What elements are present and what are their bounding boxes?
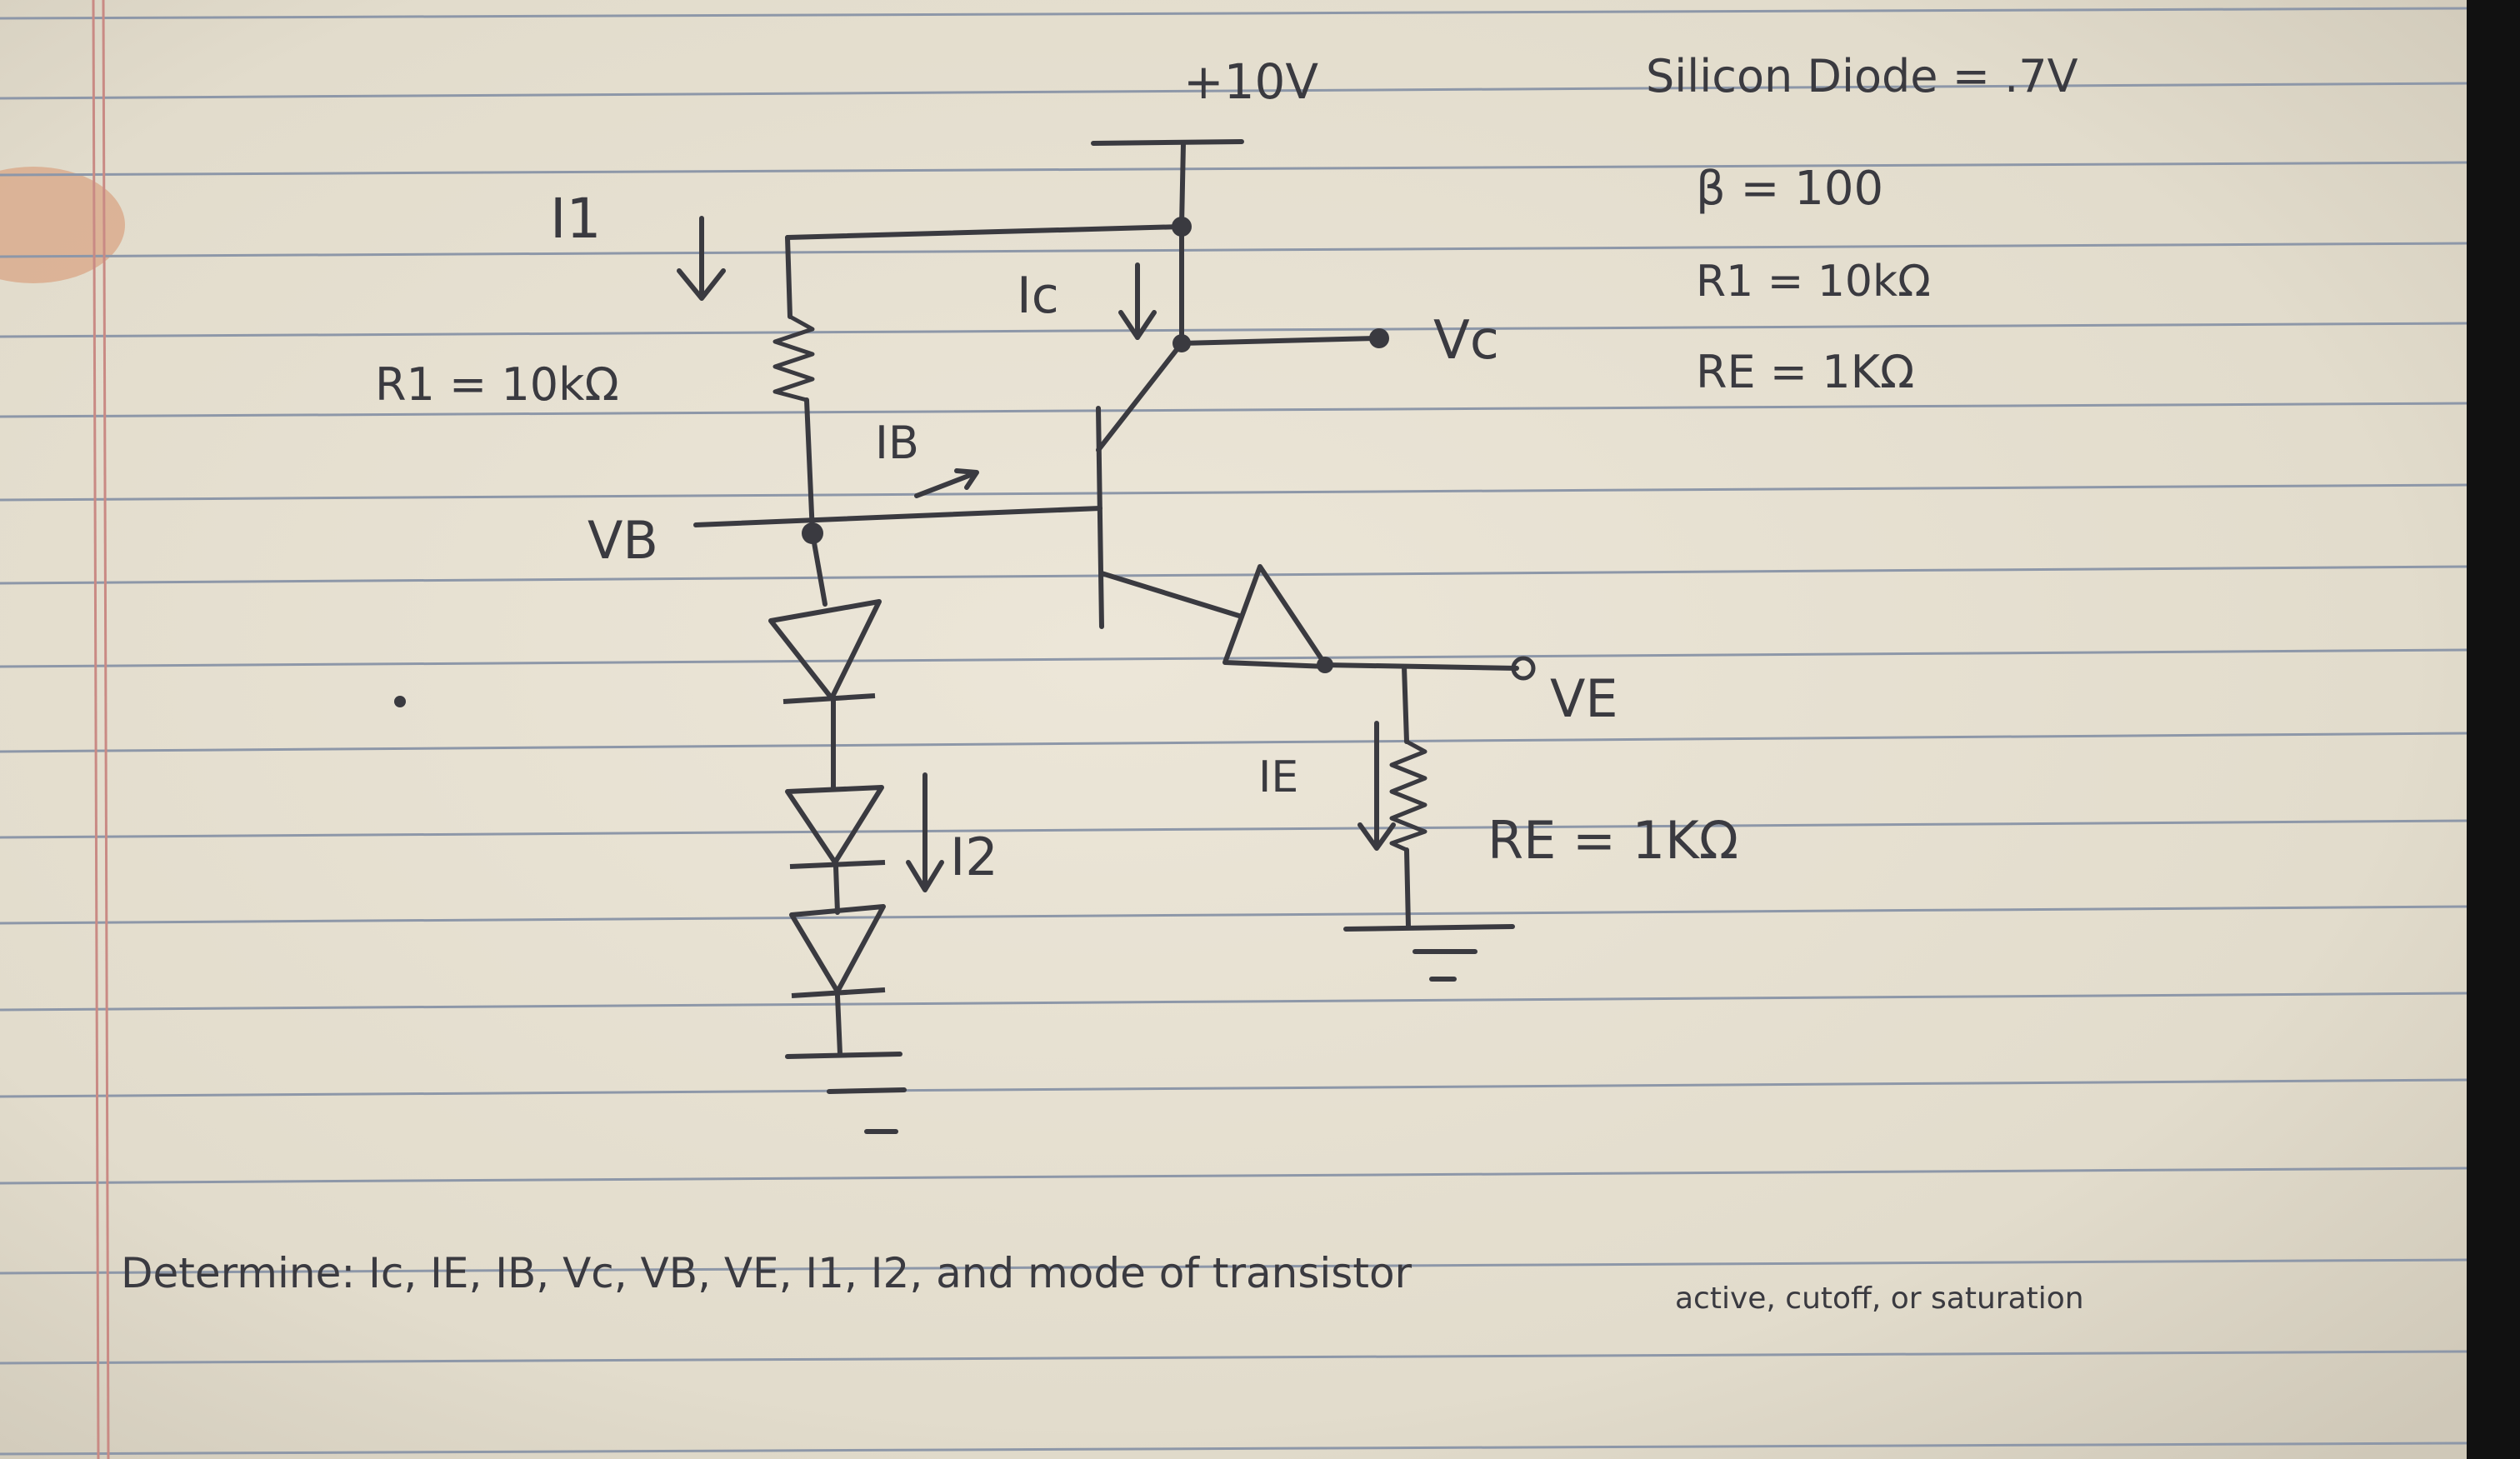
ie-label: IE (1258, 752, 1298, 802)
task-line-1: Determine: Ic, IE, IB, Vc, VB, VE, I1, I… (121, 1249, 1412, 1297)
task-line-2: active, cutoff, or saturation (1675, 1282, 2084, 1316)
diode-2 (785, 785, 886, 869)
i1-label: I1 (550, 187, 601, 251)
circuit-wires (693, 139, 1519, 1134)
diode-1 (768, 599, 882, 704)
ve-label: VE (1550, 668, 1618, 729)
given-re: RE = 1KΩ (1696, 346, 1914, 398)
ve-terminal (1511, 656, 1536, 681)
r1-label: R1 = 10kΩ (375, 358, 619, 411)
dark-edge (2467, 0, 2520, 1459)
given-diode: Silicon Diode = .7V (1646, 50, 2078, 102)
ruled-lines (0, 7, 2468, 1456)
i2-label: I2 (950, 827, 998, 887)
margin-lines (92, 0, 110, 1459)
junction-dots (394, 217, 1389, 707)
given-beta: β = 100 (1696, 162, 1883, 216)
paper-sheet (0, 0, 2467, 1459)
ic-label: Ic (1017, 267, 1059, 325)
ib-label: IB (875, 417, 919, 469)
vb-label: VB (588, 510, 658, 571)
supply-label: +10V (1183, 53, 1318, 110)
current-arrows (677, 216, 1396, 892)
re-label: RE = 1KΩ (1488, 810, 1738, 871)
vc-label: Vc (1433, 310, 1499, 372)
emitter-diode (1222, 564, 1329, 669)
given-r1: R1 = 10kΩ (1696, 257, 1931, 307)
re-resistor (1389, 739, 1428, 852)
diode-3 (789, 904, 886, 998)
r1-resistor (772, 314, 815, 402)
